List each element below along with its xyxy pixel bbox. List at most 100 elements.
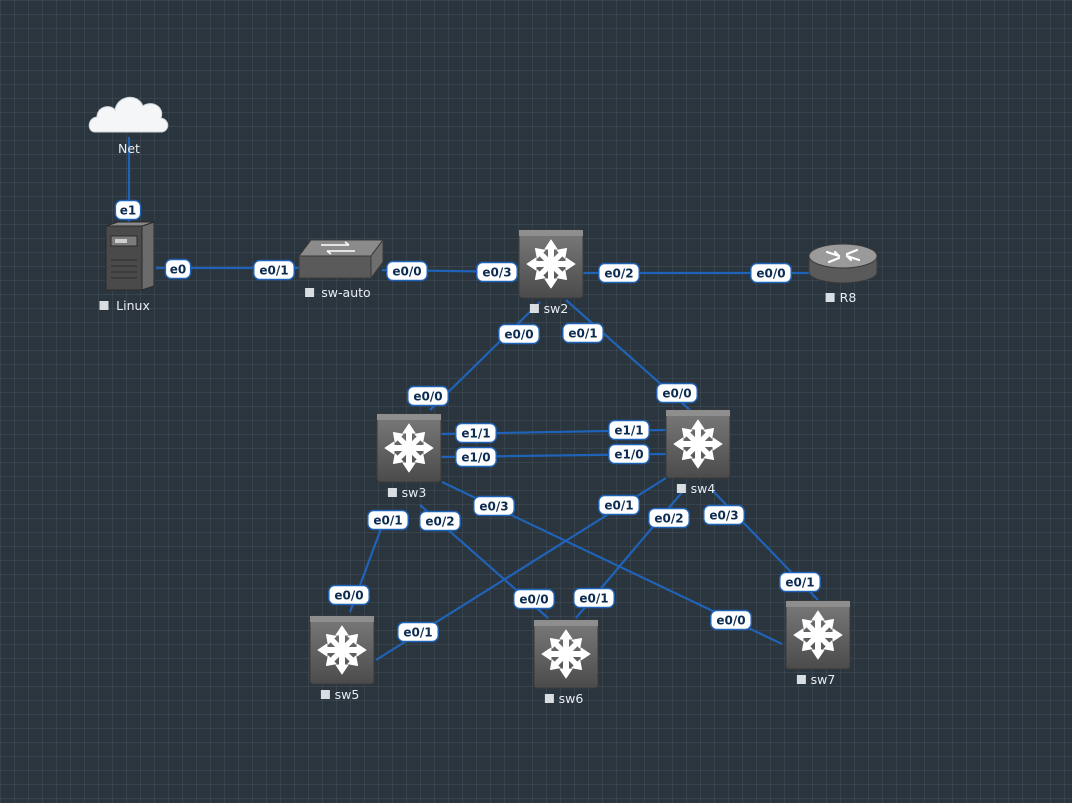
multilayer-switch-icon — [785, 600, 851, 670]
interface-label-sw4-e0-0-text: e0/0 — [662, 386, 691, 400]
interface-label-sw2-e0-1-box — [562, 322, 604, 344]
interface-label-linux-e1-box — [114, 199, 142, 221]
node-label-sw4: sw4 — [691, 481, 716, 496]
interface-label-sw5-e0-0[interactable]: e0/0 — [328, 584, 370, 606]
interface-label-sw2-e0-3[interactable]: e0/3 — [476, 261, 518, 283]
interface-label-sw3-e1-1-box — [455, 422, 497, 444]
interface-label-sw2-e0-3-box — [476, 261, 518, 283]
interface-label-sw4-e0-0-box — [656, 382, 698, 404]
interface-label-sw4-e1-1[interactable]: e1/1 — [608, 419, 650, 441]
interface-label-sw2-e0-2[interactable]: e0/2 — [598, 262, 640, 284]
interface-label-sw4-e0-1[interactable]: e0/1 — [598, 494, 640, 516]
interface-label-sw4-e0-3-text: e0/3 — [709, 508, 738, 522]
interface-label-swauto-e0-0[interactable]: e0/0 — [386, 260, 428, 282]
interface-label-swauto-e0-1[interactable]: e0/1 — [253, 259, 295, 281]
node-status-icon — [320, 690, 330, 699]
interface-label-sw6-e0-1-text: e0/1 — [579, 591, 608, 605]
node-swauto[interactable]: sw-auto — [298, 238, 384, 300]
interface-label-sw4-e0-0[interactable]: e0/0 — [656, 382, 698, 404]
interface-label-sw3-e0-2-box — [419, 510, 461, 532]
interface-label-sw5-e0-0-box — [328, 584, 370, 606]
interface-label-sw4-e1-0[interactable]: e1/0 — [608, 443, 650, 465]
interface-label-sw3-e0-2[interactable]: e0/2 — [419, 510, 461, 532]
interface-label-linux-e0-box — [164, 258, 192, 280]
interface-label-sw2-e0-3-text: e0/3 — [482, 265, 511, 279]
interface-label-sw5-e0-1[interactable]: e0/1 — [397, 621, 439, 643]
interface-label-sw3-e0-3-text: e0/3 — [479, 499, 508, 513]
interface-label-sw4-e0-3-box — [703, 504, 745, 526]
node-linux[interactable]: Linux — [99, 221, 155, 313]
interface-label-sw3-e0-2-text: e0/2 — [425, 514, 454, 528]
links-layer — [127, 137, 819, 661]
multilayer-switch-icon — [518, 229, 584, 299]
interface-label-sw3-e1-0-text: e1/0 — [461, 450, 490, 464]
interface-label-linux-e0[interactable]: e0 — [164, 258, 192, 280]
interface-label-sw3-e0-1-box — [367, 509, 409, 531]
node-label-r8: R8 — [840, 290, 857, 305]
interface-label-sw7-e0-1[interactable]: e0/1 — [779, 571, 821, 593]
interface-label-sw2-e0-2-box — [598, 262, 640, 284]
interface-label-sw7-e0-1-box — [779, 571, 821, 593]
node-net[interactable]: Net — [88, 96, 169, 156]
interface-label-sw3-e0-1[interactable]: e0/1 — [367, 509, 409, 531]
interface-label-sw4-e1-0-box — [608, 443, 650, 465]
interface-label-sw3-e1-0[interactable]: e1/0 — [455, 446, 497, 468]
interface-label-sw4-e0-2[interactable]: e0/2 — [648, 507, 690, 529]
interface-label-sw4-e0-1-box — [598, 494, 640, 516]
interface-label-r8-e0-0-text: e0/0 — [756, 266, 785, 280]
interface-label-sw6-e0-0-box — [513, 588, 555, 610]
node-label-sw7: sw7 — [811, 672, 836, 687]
interface-label-swauto-e0-1-text: e0/1 — [259, 263, 288, 277]
node-sw5[interactable]: sw5 — [309, 615, 375, 702]
interface-label-sw2-e0-0[interactable]: e0/0 — [498, 323, 540, 345]
node-status-icon — [99, 301, 109, 310]
node-r8[interactable]: R8 — [808, 243, 878, 305]
interface-label-swauto-e0-0-box — [386, 260, 428, 282]
interface-label-swauto-e0-0-text: e0/0 — [392, 264, 421, 278]
node-sw3[interactable]: sw3 — [376, 413, 442, 500]
node-sw2[interactable]: sw2 — [518, 229, 584, 316]
node-status-icon — [825, 293, 835, 302]
node-status-icon — [796, 675, 806, 684]
switch-icon — [298, 238, 384, 280]
interface-label-sw3-e0-0[interactable]: e0/0 — [407, 385, 449, 407]
node-label-sw2: sw2 — [544, 301, 569, 316]
interface-label-linux-e1-text: e1 — [120, 203, 137, 217]
interface-label-sw4-e0-2-box — [648, 507, 690, 529]
interface-label-sw6-e0-0[interactable]: e0/0 — [513, 588, 555, 610]
interface-label-r8-e0-0[interactable]: e0/0 — [750, 262, 792, 284]
interface-label-sw3-e1-1[interactable]: e1/1 — [455, 422, 497, 444]
multilayer-switch-icon — [309, 615, 375, 685]
interface-label-sw7-e0-0[interactable]: e0/0 — [710, 609, 752, 631]
node-sw7[interactable]: sw7 — [785, 600, 851, 687]
node-status-icon — [676, 484, 686, 493]
interface-label-sw6-e0-1[interactable]: e0/1 — [573, 587, 615, 609]
interface-label-r8-e0-0-box — [750, 262, 792, 284]
interface-label-sw3-e1-0-box — [455, 446, 497, 468]
interface-label-sw5-e0-1-text: e0/1 — [403, 625, 432, 639]
interface-label-sw3-e0-0-box — [407, 385, 449, 407]
interface-label-sw6-e0-1-box — [573, 587, 615, 609]
interface-label-sw2-e0-0-box — [498, 323, 540, 345]
interface-label-sw5-e0-1-box — [397, 621, 439, 643]
interface-label-sw3-e0-3[interactable]: e0/3 — [473, 495, 515, 517]
interface-label-linux-e1[interactable]: e1 — [114, 199, 142, 221]
interface-label-sw3-e0-3-box — [473, 495, 515, 517]
node-sw4[interactable]: sw4 — [665, 409, 731, 496]
interface-label-sw2-e0-0-text: e0/0 — [504, 327, 533, 341]
node-status-icon — [387, 488, 397, 497]
node-label-sw3: sw3 — [402, 485, 427, 500]
node-status-icon — [544, 694, 554, 703]
interface-label-sw4-e1-1-box — [608, 419, 650, 441]
interface-label-sw7-e0-1-text: e0/1 — [785, 575, 814, 589]
interface-label-sw2-e0-1[interactable]: e0/1 — [562, 322, 604, 344]
interface-label-sw2-e0-1-text: e0/1 — [568, 326, 597, 340]
interface-label-sw7-e0-0-text: e0/0 — [716, 613, 745, 627]
interface-label-sw3-e0-1-text: e0/1 — [373, 513, 402, 527]
node-label-sw6: sw6 — [559, 691, 584, 706]
node-sw6[interactable]: sw6 — [533, 619, 599, 706]
interface-label-sw4-e0-3[interactable]: e0/3 — [703, 504, 745, 526]
interface-label-sw4-e1-0-text: e1/0 — [614, 447, 643, 461]
